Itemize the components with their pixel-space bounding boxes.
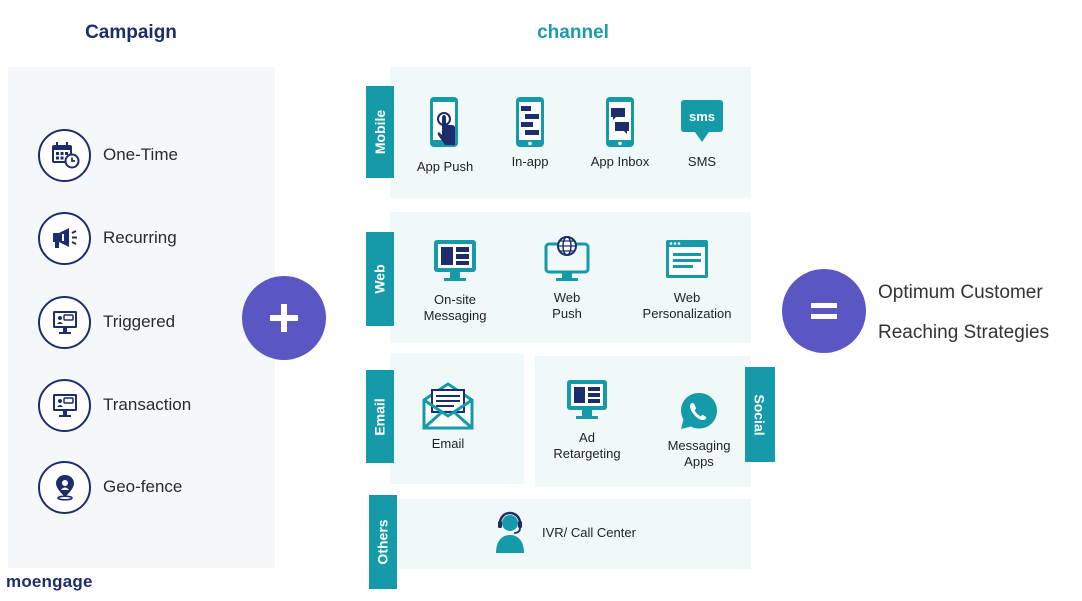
phone-touch-icon bbox=[430, 97, 458, 147]
email-tab: Email bbox=[366, 370, 394, 463]
social-channel-box bbox=[535, 356, 751, 487]
channel-web-push: Web Push bbox=[522, 236, 612, 322]
phone-inapp-icon bbox=[516, 97, 544, 147]
equals-operator bbox=[782, 269, 866, 353]
web-tab: Web bbox=[366, 232, 394, 326]
campaign-label: Triggered bbox=[103, 312, 176, 331]
mobile-tab: Mobile bbox=[366, 86, 394, 178]
location-pin-icon bbox=[38, 460, 91, 514]
sms-bubble-icon: sms bbox=[681, 100, 723, 142]
channel-label: App Push bbox=[416, 159, 474, 174]
channel-label: Web bbox=[553, 290, 581, 305]
campaign-item-one-time: One-Time bbox=[38, 126, 268, 184]
sms-icon-text: sms bbox=[689, 109, 715, 124]
campaign-label: Geo-fence bbox=[103, 477, 183, 496]
envelope-icon bbox=[422, 382, 474, 430]
channel-label: Push bbox=[552, 306, 582, 321]
result-line-2: Reaching Strategies bbox=[878, 322, 1050, 343]
campaign-item-recurring: Recurring bbox=[38, 209, 268, 267]
calendar-clock-icon bbox=[38, 128, 91, 182]
channel-app-inbox: App Inbox bbox=[578, 95, 662, 170]
monitor-ad-icon bbox=[567, 380, 607, 419]
channel-label: Ad bbox=[579, 430, 595, 445]
social-tab-label: Social bbox=[752, 393, 768, 436]
campaign-item-transaction: Transaction bbox=[38, 376, 268, 434]
monitor-layout-icon bbox=[434, 240, 476, 281]
channel-label: SMS bbox=[687, 154, 717, 169]
channel-label: App Inbox bbox=[590, 154, 650, 169]
plus-operator bbox=[242, 276, 326, 360]
channel-label: Apps bbox=[684, 454, 714, 469]
channel-label: In-app bbox=[511, 154, 549, 169]
monitor-chat-icon bbox=[38, 378, 91, 432]
channel-email: Email bbox=[410, 380, 486, 452]
campaign-item-geo-fence: Geo-fence bbox=[38, 458, 268, 516]
monitor-globe-icon bbox=[544, 236, 590, 281]
equals-icon bbox=[811, 303, 837, 319]
channel-label: Personalization bbox=[642, 306, 732, 321]
campaign-title: Campaign bbox=[85, 22, 177, 43]
channel-label: IVR/ Call Center bbox=[542, 524, 636, 540]
channel-sms: sms SMS bbox=[665, 98, 739, 170]
mobile-tab-label: Mobile bbox=[372, 109, 388, 155]
channel-label: Retargeting bbox=[553, 446, 621, 461]
whatsapp-icon bbox=[681, 393, 717, 429]
channel-title: channel bbox=[537, 22, 609, 43]
channel-messaging-apps: Messaging Apps bbox=[656, 390, 742, 470]
social-tab: Social bbox=[745, 367, 775, 462]
channel-web-personalization: Web Personalization bbox=[632, 236, 742, 322]
campaign-label: One-Time bbox=[103, 145, 178, 164]
result-line-1: Optimum Customer bbox=[878, 282, 1043, 303]
campaign-label: Recurring bbox=[103, 228, 177, 247]
channel-ad-retargeting: Ad Retargeting bbox=[545, 378, 629, 462]
others-tab: Others bbox=[369, 495, 397, 589]
headset-agent-icon bbox=[496, 511, 524, 553]
campaign-item-triggered: Triggered bbox=[38, 293, 268, 351]
channel-label: Messaging bbox=[667, 438, 731, 453]
channel-ivr-call-center: IVR/ Call Center bbox=[492, 508, 732, 556]
browser-window-icon bbox=[666, 240, 708, 278]
channel-in-app: In-app bbox=[490, 95, 570, 170]
channel-label: Web bbox=[673, 290, 701, 305]
email-tab-label: Email bbox=[372, 397, 389, 436]
channel-label: Email bbox=[431, 436, 465, 451]
campaign-label: Transaction bbox=[103, 395, 192, 414]
megaphone-icon bbox=[38, 211, 91, 265]
channel-label: Messaging bbox=[423, 308, 487, 323]
others-channel-box bbox=[396, 499, 751, 569]
plus-icon bbox=[270, 304, 298, 332]
channel-label: On-site bbox=[434, 292, 476, 307]
channel-onsite-messaging: On-site Messaging bbox=[410, 238, 500, 324]
others-tab-label: Others bbox=[375, 519, 391, 565]
phone-chat-icon bbox=[606, 97, 634, 147]
monitor-chat-icon bbox=[38, 295, 91, 349]
channel-app-push: App Push bbox=[405, 95, 485, 175]
web-tab-label: Web bbox=[372, 264, 388, 294]
brand-logo: moengage bbox=[6, 572, 93, 591]
